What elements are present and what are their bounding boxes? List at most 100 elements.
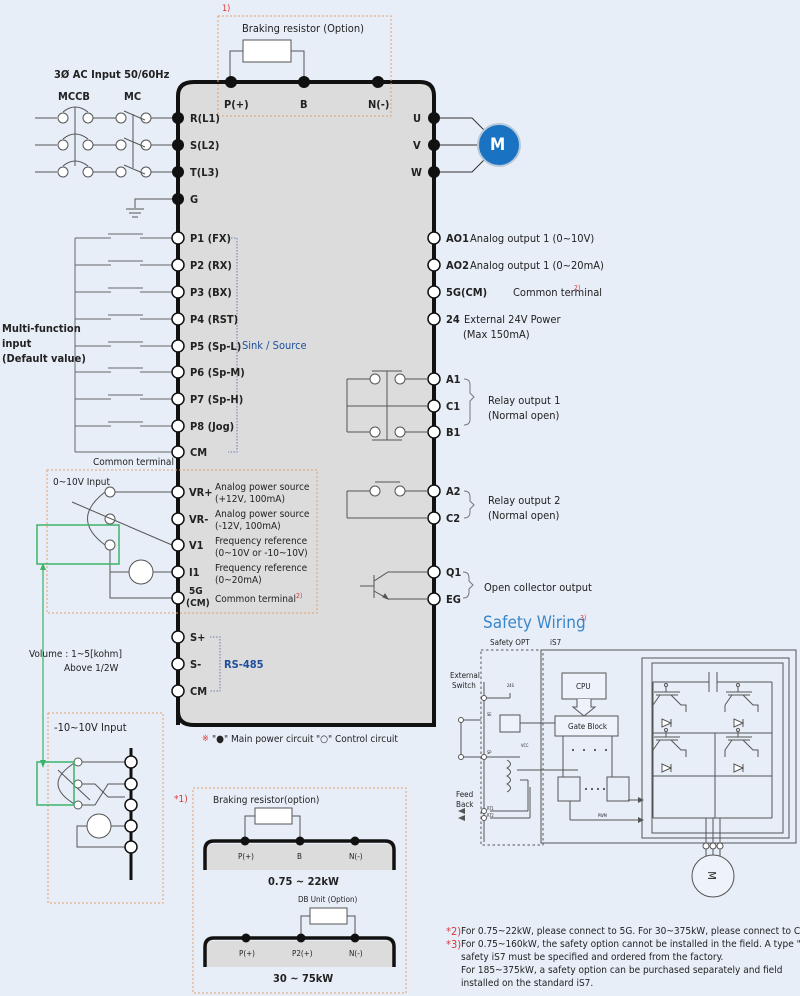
range-0-75-22kw: 0.75 ~ 22kW [268, 875, 339, 888]
relay1-bracket [463, 378, 475, 426]
inverter-outline [176, 80, 436, 727]
terminal-n-minus [372, 76, 384, 88]
note-3-mark: *3) [446, 938, 462, 951]
control-terminal [171, 258, 185, 272]
safety-footnote: 3) [580, 614, 587, 622]
label-rt2: RT2 [487, 813, 494, 818]
footnote-1: 1) [222, 4, 231, 14]
terminal-c1: C1 [446, 400, 461, 413]
rs485-bracket [210, 636, 221, 692]
terminal-s-minus: S- [190, 658, 202, 671]
control-terminal [427, 258, 441, 272]
terminal-u: U [413, 112, 422, 125]
cpu-label: CPU [576, 682, 591, 691]
ao-description-2: (Max 150mA) [463, 328, 530, 341]
braking-resistor [242, 39, 292, 63]
control-terminal [171, 312, 185, 326]
rs485-label: RS-485 [224, 658, 264, 671]
control-terminal [427, 565, 441, 579]
safety-wiring-title: Safety Wiring [483, 613, 586, 633]
external-switch-2: Switch [452, 681, 476, 690]
control-terminal [427, 484, 441, 498]
igbt-icon [724, 728, 759, 773]
note-3-line-4: installed on the standard iS7. [461, 978, 594, 989]
detail-b: B [297, 852, 302, 861]
control-terminal [171, 445, 185, 459]
igbt-icon [652, 728, 687, 773]
terminal-b [298, 76, 310, 88]
legend-mark: ※ [202, 734, 209, 744]
safety-motor [691, 854, 735, 898]
motor-letter: M [490, 135, 506, 155]
mccb-mc-wiring [35, 106, 172, 218]
terminal-c2: C2 [446, 512, 461, 525]
control-terminal [427, 372, 441, 386]
control-terminal [171, 285, 185, 299]
terminal-b1: B1 [446, 426, 461, 439]
braking-option-box [217, 15, 392, 117]
terminal-vr-minus: VR- [189, 513, 209, 526]
control-terminal [427, 312, 441, 326]
analog-input-box [46, 469, 318, 614]
multi-input-label-3: (Default value) [2, 352, 86, 365]
terminal-w: W [411, 166, 422, 179]
relay1-wiring [346, 370, 428, 441]
terminal-a1: A1 [446, 373, 461, 386]
label-24s: 24S [507, 683, 514, 688]
multi-input-wiring [74, 238, 172, 453]
note-2-line-1: For 0.75~22kW, please connect to 5G. For… [461, 926, 800, 937]
control-terminal [171, 565, 185, 579]
terminal-label: P2 (RX) [190, 259, 232, 272]
ao-description: Common terminal [513, 286, 603, 299]
analog-input-wiring [71, 486, 173, 599]
control-terminal [427, 285, 441, 299]
control-terminal [171, 591, 185, 605]
multi-input-label-1: Multi-function [2, 322, 81, 335]
igbt-icon [724, 683, 759, 728]
terminal-label: P1 (FX) [190, 232, 232, 245]
safety-opt-label: Safety OPT [490, 638, 530, 647]
note-3-line-1: For 0.75~160kW, the safety option cannot… [461, 939, 800, 950]
control-terminal [171, 512, 185, 526]
label-vcc: VCC [521, 743, 529, 748]
terminal-5g: 5G [189, 586, 203, 597]
braking-resistor-label: Braking resistor (Option) [242, 22, 364, 35]
label-p-plus: P(+) [224, 98, 249, 111]
v1-desc-2: (0~10V or -10~10V) [215, 548, 308, 559]
volume-line-2: Above 1/2W [64, 663, 119, 674]
relay2-bracket [463, 490, 475, 519]
main-input-terminals [172, 112, 184, 205]
label-n-minus: N(-) [368, 98, 390, 111]
common-terminal-label: Common terminal [93, 457, 174, 468]
v1-desc-1: Frequency reference [215, 536, 308, 547]
multi-input-label-2: input [2, 337, 32, 350]
terminal-label: P6 (Sp-M) [190, 366, 245, 379]
terminal-t-l3: T(L3) [190, 166, 219, 179]
range-30-75kw: 30 ~ 75kW [273, 972, 334, 985]
neg-input-box [47, 712, 164, 904]
vr-minus-desc-2: (-12V, 100mA) [215, 521, 281, 532]
control-terminal [427, 399, 441, 413]
ao-terminal-label: AO1 [446, 232, 469, 245]
transistor-symbol [360, 571, 428, 601]
legend-control: "○" Control circuit [316, 734, 398, 745]
ao-footnote: 2) [574, 284, 581, 292]
external-switch-1: External [450, 671, 480, 680]
power-input-title: 3Ø AC Input 50/60Hz [54, 68, 170, 81]
terminal-label: P8 (Jog) [190, 420, 235, 433]
igbt-icon [652, 683, 687, 728]
5g-desc: Common terminal [215, 594, 296, 605]
note-3-line-3: For 185~375kW, a safety option can be pu… [461, 965, 783, 976]
terminal-label: P7 (Sp-H) [190, 393, 244, 406]
label-pwm: PWM [598, 813, 607, 818]
terminal-label: CM [190, 446, 208, 459]
motor-wiring [434, 117, 487, 173]
terminal-vr-plus: VR+ [189, 486, 213, 499]
vr-plus-desc-2: (+12V, 100mA) [215, 494, 285, 505]
terminal-a2: A2 [446, 485, 461, 498]
control-terminal [171, 419, 185, 433]
legend-main-power: "●" Main power circuit [212, 734, 314, 745]
label-b: B [300, 98, 308, 111]
ao-terminal-label: 24 [446, 313, 460, 326]
